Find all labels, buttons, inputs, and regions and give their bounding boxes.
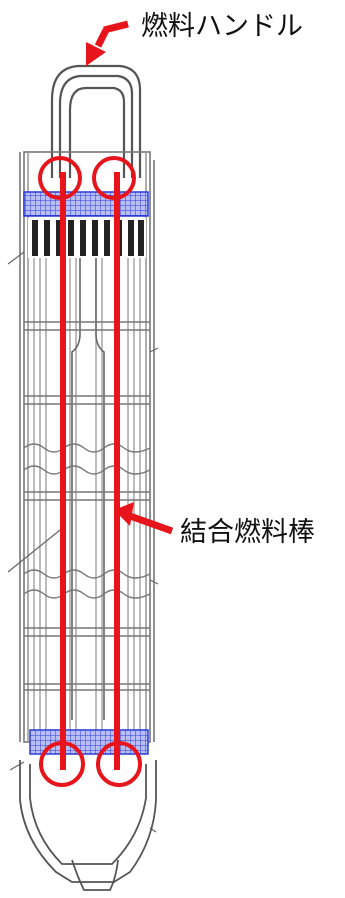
tie-rod-label: 結合燃料棒 [180, 517, 315, 548]
fuel-handle-label: 燃料ハンドル [141, 11, 303, 42]
tie-rod-end-circles [38, 156, 142, 787]
tie-rod-callout-arrow [114, 502, 174, 535]
handle-callout-arrow [86, 20, 129, 66]
upper-tie-plate [23, 191, 149, 217]
tie-rods [60, 172, 120, 770]
upper-end-plugs [28, 218, 146, 258]
fuel-rods [33, 258, 141, 730]
fuel-handle [50, 64, 142, 178]
lower-tie-plate [29, 729, 149, 755]
water-rod [71, 258, 105, 720]
spacer-grids [23, 321, 151, 691]
lower-nozzle [19, 760, 157, 891]
